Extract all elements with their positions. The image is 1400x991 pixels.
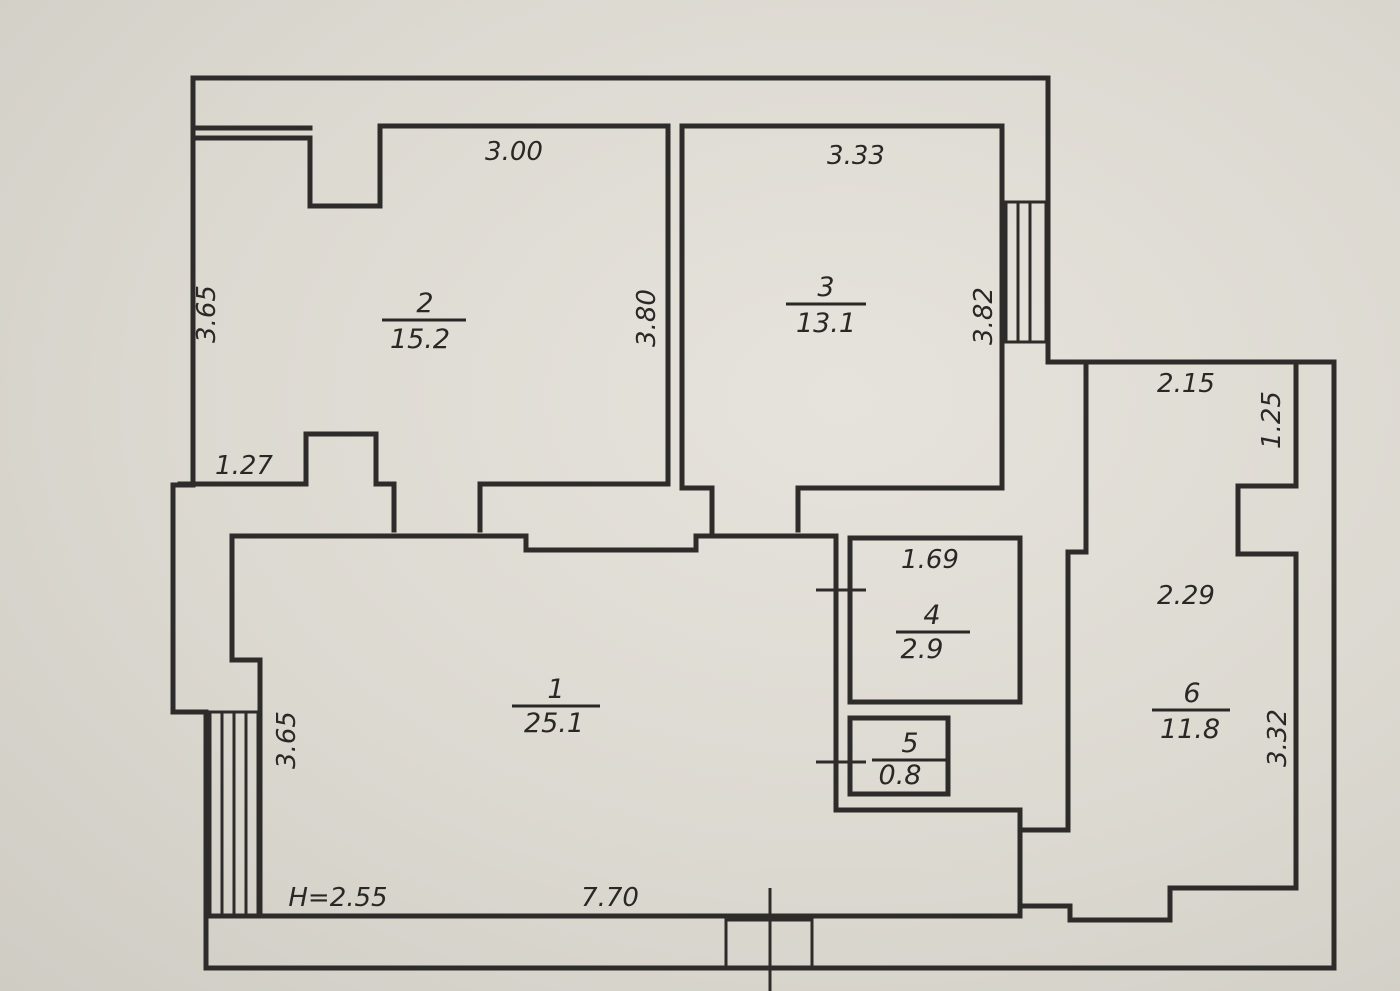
room-4-outline: [847, 535, 1023, 705]
window-frame: [1004, 200, 1048, 344]
room-2-walls: [177, 123, 671, 533]
dim-room-1-left: 3.65: [272, 711, 302, 769]
room-1-number: 1: [547, 674, 564, 705]
room-1-left-wall: [229, 533, 263, 919]
dim-room-6-mid: 2.29: [1157, 581, 1215, 611]
room-5-outline: [847, 715, 951, 797]
room-6-number: 6: [1183, 678, 1200, 709]
room-3-number: 3: [817, 272, 834, 303]
room-3-area: 13.1: [796, 308, 856, 339]
dimension-labels: 3.00 3.33 1.27 2.15 2.29 1.69 7.70 H=2.5…: [192, 137, 1293, 913]
room-1-area: 25.1: [524, 708, 584, 739]
room-6-walls: [1017, 363, 1299, 923]
room-4-area: 2.9: [901, 634, 944, 665]
room-5-walls: [816, 715, 951, 797]
entrance-door: [724, 888, 814, 991]
room-3-window: [1004, 200, 1048, 344]
room-2-lower-wall: [177, 431, 397, 533]
dim-room-6-top: 2.15: [1157, 369, 1215, 399]
room-4-walls: [816, 535, 1023, 705]
dim-room-1-bottom: 7.70: [581, 883, 639, 913]
dim-room-2-bottom-left: 1.27: [215, 451, 273, 481]
height-label: H=2.55: [288, 883, 387, 913]
dim-room-6-right: 3.32: [1263, 709, 1293, 767]
outer-wall-top: [170, 75, 1337, 971]
outer-walls: [170, 75, 1337, 971]
room-labels: 2 15.2 3 13.1 1 25.1 4 2.9 5 0.8 6 11.8: [382, 272, 1230, 791]
dim-room-6-top-right: 1.25: [1257, 391, 1287, 449]
room-2-area: 15.2: [390, 324, 450, 355]
room-1-outline: [229, 533, 1023, 919]
room-1-walls: [229, 533, 1023, 919]
room-6-inner: [1017, 363, 1299, 923]
dim-room-3-right: 3.82: [969, 287, 999, 345]
room-1-window: [208, 710, 260, 918]
dim-room-2-right: 3.80: [632, 289, 662, 347]
room-5-number: 5: [901, 728, 918, 759]
room-3-walls: [679, 123, 1005, 537]
dim-room-2-left: 3.65: [192, 285, 222, 343]
room-5-area: 0.8: [879, 760, 922, 791]
dim-room-4-top: 1.69: [901, 545, 959, 575]
room-4-number: 4: [923, 600, 940, 631]
room-3-door-jamb: [679, 485, 715, 537]
dim-room-2-top: 3.00: [485, 137, 543, 167]
room-2-outline: [190, 123, 671, 533]
dim-room-3-top: 3.33: [827, 141, 885, 171]
room-2-number: 2: [416, 288, 433, 319]
room-6-outline: [1017, 363, 1089, 833]
room-3-outline: [679, 123, 1005, 533]
room-6-area: 11.8: [1160, 714, 1220, 745]
